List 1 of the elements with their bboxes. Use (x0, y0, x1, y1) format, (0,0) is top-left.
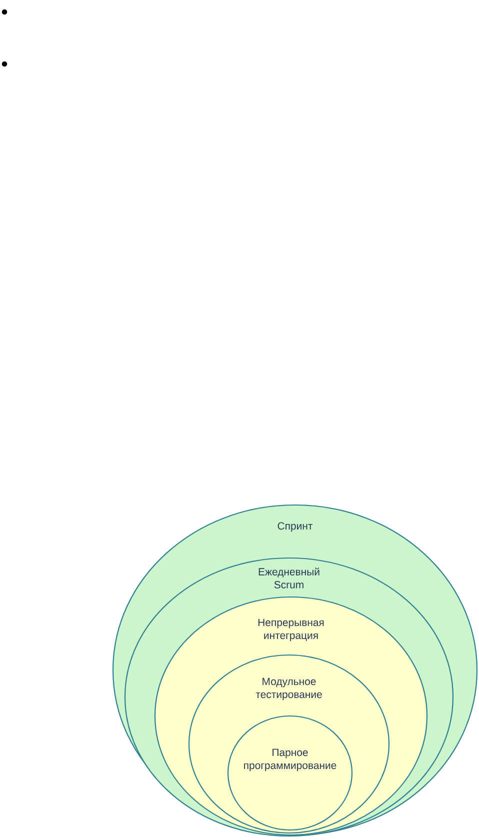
node-label: Ежедневный Scrum (258, 568, 320, 588)
